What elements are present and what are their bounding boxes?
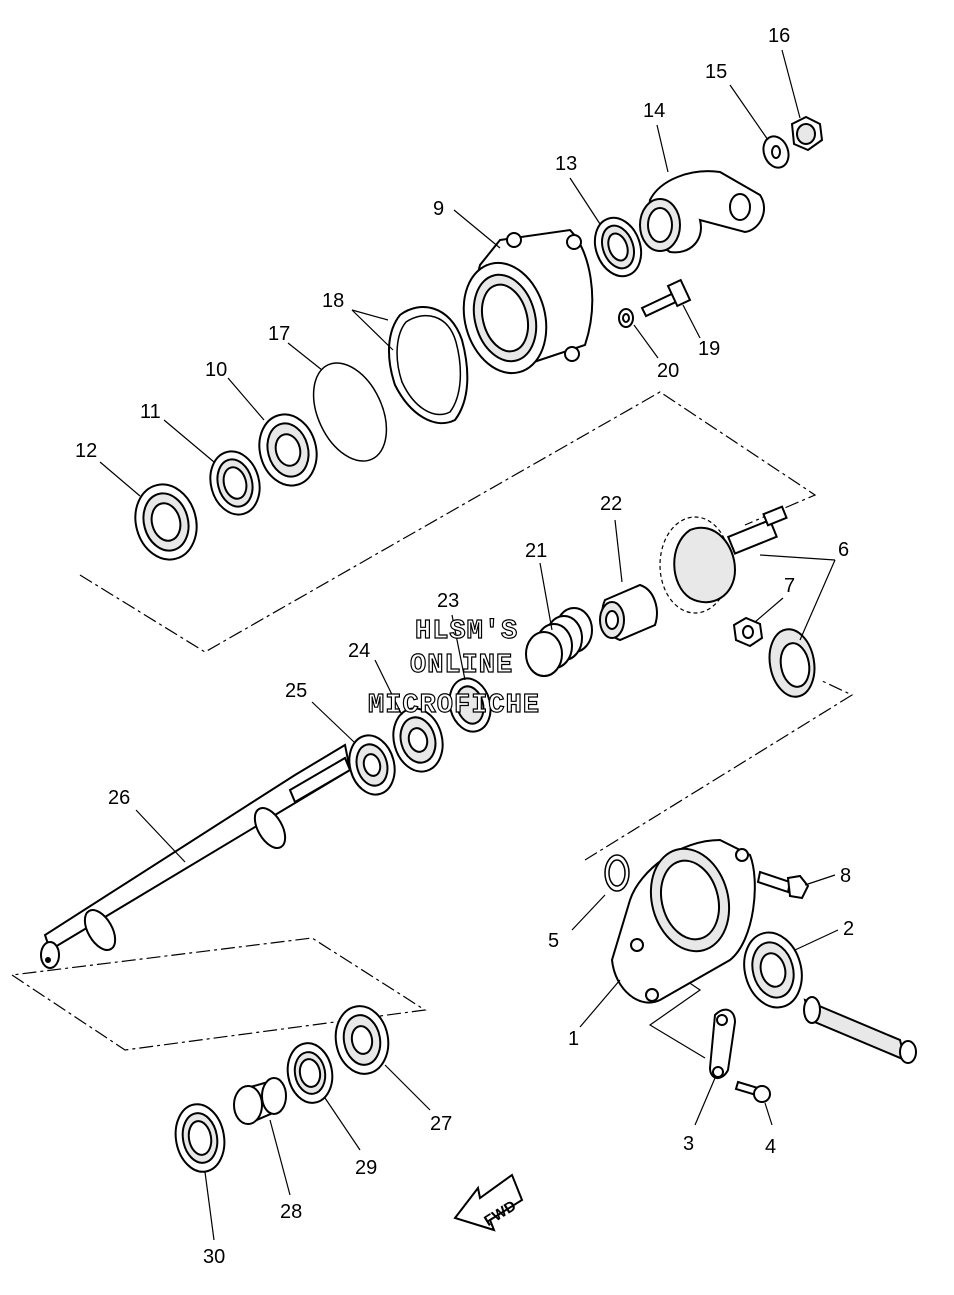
part-25-bearing	[348, 734, 396, 796]
part-8-bolt	[756, 870, 810, 900]
callout-30: 30	[203, 1246, 225, 1268]
part-29-ring-nut	[286, 1042, 334, 1104]
part-20-o-ring	[618, 308, 634, 328]
part-16-nut	[790, 115, 824, 152]
watermark-line-3: MICROFICHE	[368, 691, 540, 721]
part-4-screw	[734, 1080, 771, 1103]
part-3-plate	[708, 1008, 737, 1079]
callout-8: 8	[840, 865, 851, 887]
part-1-case	[610, 838, 756, 1004]
callout-22: 22	[600, 493, 622, 515]
callout-12: 12	[75, 440, 97, 462]
part-9-bearing-housing	[462, 228, 594, 375]
callout-1: 1	[568, 1028, 579, 1050]
part-30-oil-seal	[174, 1103, 226, 1173]
callout-2: 2	[843, 918, 854, 940]
callout-18: 18	[322, 290, 344, 312]
callout-25: 25	[285, 680, 307, 702]
callout-19: 19	[698, 338, 720, 360]
pinion-shaft	[803, 996, 917, 1064]
callout-17: 17	[268, 323, 290, 345]
part-23-cup	[448, 677, 492, 733]
callout-26: 26	[108, 787, 130, 809]
fwd-direction-arrow: FWD	[453, 1173, 524, 1232]
callout-9: 9	[433, 198, 444, 220]
part-19-bolt	[640, 278, 692, 318]
callout-28: 28	[280, 1201, 302, 1223]
part-7-nut	[732, 616, 764, 648]
callout-29: 29	[355, 1157, 377, 1179]
part-6-gear-set	[659, 505, 816, 698]
callout-4: 4	[765, 1136, 776, 1158]
callout-27: 27	[430, 1113, 452, 1135]
callout-23: 23	[437, 590, 459, 612]
callout-14: 14	[643, 100, 665, 122]
part-18-shim	[388, 306, 469, 425]
lower-group-outline	[11, 937, 427, 1051]
callout-10: 10	[205, 359, 227, 381]
part-2-bearing	[743, 931, 803, 1009]
part-24-bearing	[392, 707, 444, 773]
part-5-o-ring	[604, 854, 630, 892]
part-28-bushing	[233, 1077, 287, 1125]
part-27-bearing	[334, 1005, 390, 1075]
part-10-bearing	[258, 413, 318, 487]
part-17-o-ring	[312, 362, 388, 462]
part-22-collar	[599, 583, 658, 642]
callout-5: 5	[548, 930, 559, 952]
callout-7: 7	[784, 575, 795, 597]
leader-lines	[99, 49, 839, 1241]
callout-21: 21	[525, 540, 547, 562]
callout-15: 15	[705, 61, 727, 83]
callout-13: 13	[555, 153, 577, 175]
callout-24: 24	[348, 640, 370, 662]
callout-3: 3	[683, 1133, 694, 1155]
watermark-line-1: HLSM'S	[415, 617, 518, 647]
part-26-shaft	[40, 743, 352, 969]
callout-11: 11	[140, 401, 161, 423]
part-13-oil-seal	[593, 216, 643, 278]
callout-16: 16	[768, 25, 790, 47]
part-21-spring	[525, 607, 593, 677]
middle-group-outline	[584, 679, 854, 861]
part-11-ring-nut	[209, 450, 261, 516]
watermark-line-2: ONLINE	[410, 651, 513, 681]
callout-6: 6	[838, 539, 849, 561]
watermark: HLSM'S ONLINE MICROFICHE	[367, 616, 540, 721]
callout-20: 20	[657, 360, 679, 382]
part-14-yoke	[639, 170, 765, 254]
part-12-oil-seal	[134, 483, 198, 561]
upper-group-outline	[79, 391, 817, 653]
part-15-washer	[762, 135, 790, 169]
